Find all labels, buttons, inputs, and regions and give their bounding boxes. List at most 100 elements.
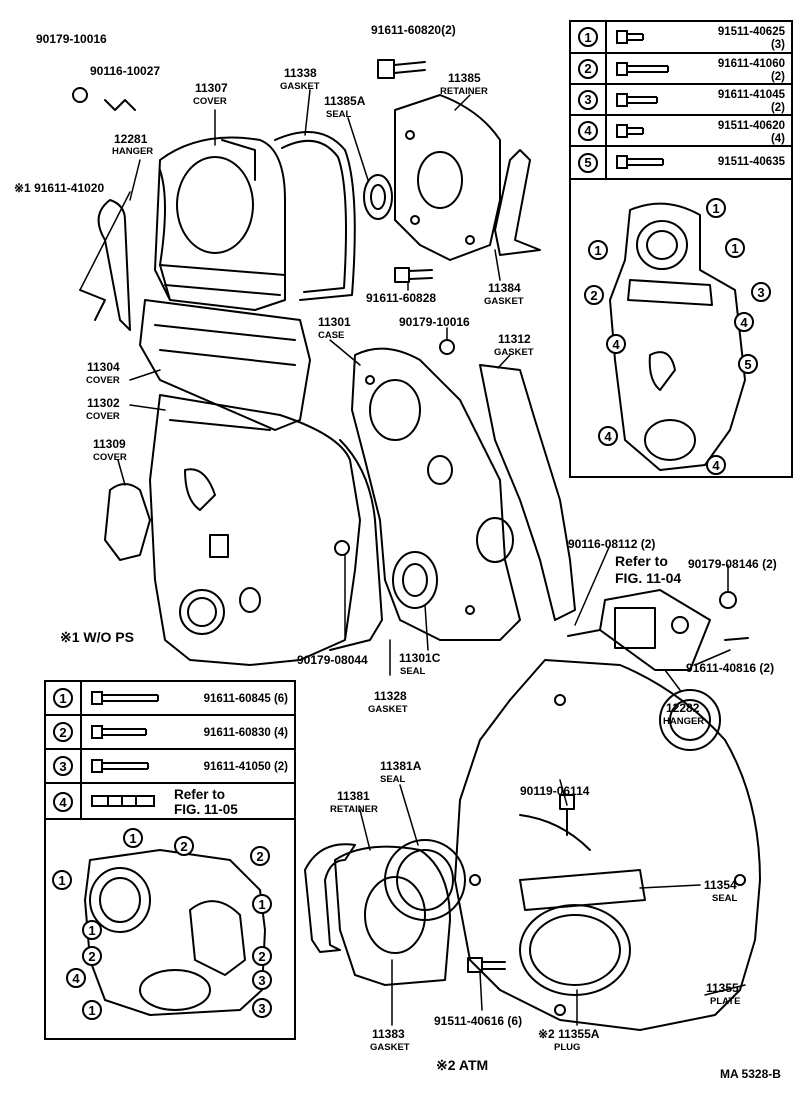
bolt-91611-60820 [377,59,426,79]
label-11355a: ※2 11355A [538,1027,600,1041]
callout-circle: 1 [706,198,726,218]
gasket-11383-drawing [304,843,356,953]
cover-11307-drawing [154,136,286,311]
retainer-11381-drawing [334,845,451,986]
callout-circle: 1 [725,238,745,258]
label-11307: 11307 [195,81,228,95]
label-91611-60820: 91611-60820(2) [371,23,456,37]
table-row: 2 91611-60830 (4) [46,716,294,750]
label-cover-11307: COVER [193,96,227,107]
hanger-12281-drawing [97,199,131,331]
callout-circle: 3 [751,282,771,302]
label-plate-11355: PLATE [710,996,741,1007]
table-num-cell: 2 [46,716,82,748]
bolt-icon [616,155,664,169]
table-part-number: 91511-40625 [717,26,785,38]
label-11338: 11338 [284,66,317,80]
bolt-91611-40816 [724,637,749,641]
label-retainer-11385: RETAINER [440,86,488,97]
label-hanger-12282: HANGER [663,716,705,727]
label-90116-08112: 90116-08112 (2) [568,537,656,551]
label-11383: 11383 [372,1027,405,1041]
label-11385: 11385 [448,71,481,85]
label-seal-11354: SEAL [712,893,738,904]
label-90119-06114: 90119-06114 [520,784,590,798]
label-11381a: 11381A [380,759,422,773]
table-num-cell: 3 [46,750,82,782]
label-11385a: 11385A [324,94,366,108]
label-11328: 11328 [374,689,407,703]
label-90179-10016-top: 90179-10016 [36,32,107,46]
callout-circle: 1 [82,1000,102,1020]
seal-11301c-drawing [392,551,438,609]
table-row: 2 91611-41060 (2) [571,54,791,85]
label-11312: 11312 [498,332,531,346]
callout-circle: 4 [606,334,626,354]
case-11301-drawing [351,347,521,641]
label-wo-ps: ※1 W/O PS [60,629,134,645]
callout-circle: 2 [82,946,102,966]
label-seal-11381a: SEAL [380,774,406,785]
label-drawing-code: MA 5328-B [720,1067,781,1081]
callout-circle: 4 [53,792,73,812]
callout-circle: 3 [578,89,598,110]
bolt-icon [91,691,159,705]
label-91611-60828: 91611-60828 [366,291,437,305]
plug-11355a-drawing [519,904,631,996]
callout-circle: 1 [53,688,73,708]
label-fig-11-04[interactable]: FIG. 11-04 [615,570,682,586]
label-gasket-11328: GASKET [368,704,408,715]
cover-11309-drawing [104,483,151,561]
label-11384: 11384 [488,281,521,295]
label-90179-08044: 90179-08044 [297,653,368,667]
bolt-90119-06114 [559,794,575,836]
stud-icon [91,795,155,807]
callout-circle: 2 [584,285,604,305]
table-part-number: 91511-40635 [717,156,785,168]
table-qty: (2) [770,102,785,114]
stud-90116-10027 [104,99,136,111]
callout-circle: 4 [706,455,726,475]
label-91611-40816: 91611-40816 (2) [686,661,775,675]
table-fig-11-05[interactable]: FIG. 11-05 [174,802,238,817]
callout-circle: 1 [588,240,608,260]
callout-circle: 5 [738,354,758,374]
callout-circle: 1 [82,920,102,940]
table-part-number: 91611-41045 [717,89,785,101]
label-12282: 12282 [666,701,700,715]
bolt-table-upper: 1 91511-40625 (3) 2 91611-41060 (2) 3 91… [569,20,793,180]
callout-circle: 3 [252,970,272,990]
callout-circle: 4 [66,968,86,988]
label-11302: 11302 [87,396,120,410]
callout-circle: 4 [578,120,598,141]
table-qty: (2) [770,71,785,83]
label-11304: 11304 [87,360,120,374]
label-90179-10016-mid: 90179-10016 [399,315,470,329]
table-qty: (4) [770,133,785,145]
table-num-cell: 4 [46,784,82,820]
label-gasket-11383: GASKET [370,1042,410,1053]
seal-11354-drawing [519,869,646,911]
bolt-icon [91,759,149,773]
lower-view-frame [44,818,296,1040]
table-num-cell: 1 [46,682,82,714]
label-atm: ※2 ATM [436,1057,489,1073]
callout-circle: 2 [578,58,598,79]
table-refer-to[interactable]: Refer to [174,787,226,802]
upper-view-outline [609,202,746,471]
label-hanger-12281: HANGER [112,146,154,157]
table-part-number: 91511-40620 [717,120,785,132]
callout-circle: 1 [52,870,72,890]
nut-90179-08146 [719,591,737,609]
label-case-11301: CASE [318,330,345,341]
label-seal-11301c: SEAL [400,666,426,677]
label-11354: 11354 [704,878,737,892]
table-num-cell: 5 [571,147,607,178]
label-11381: 11381 [337,789,370,803]
callout-circle: 1 [123,828,143,848]
label-91511-40616: 91511-40616 (6) [434,1014,523,1028]
callout-circle: 2 [174,836,194,856]
stud-90116-08112 [567,629,601,637]
label-refer-to-a[interactable]: Refer to [615,553,668,569]
